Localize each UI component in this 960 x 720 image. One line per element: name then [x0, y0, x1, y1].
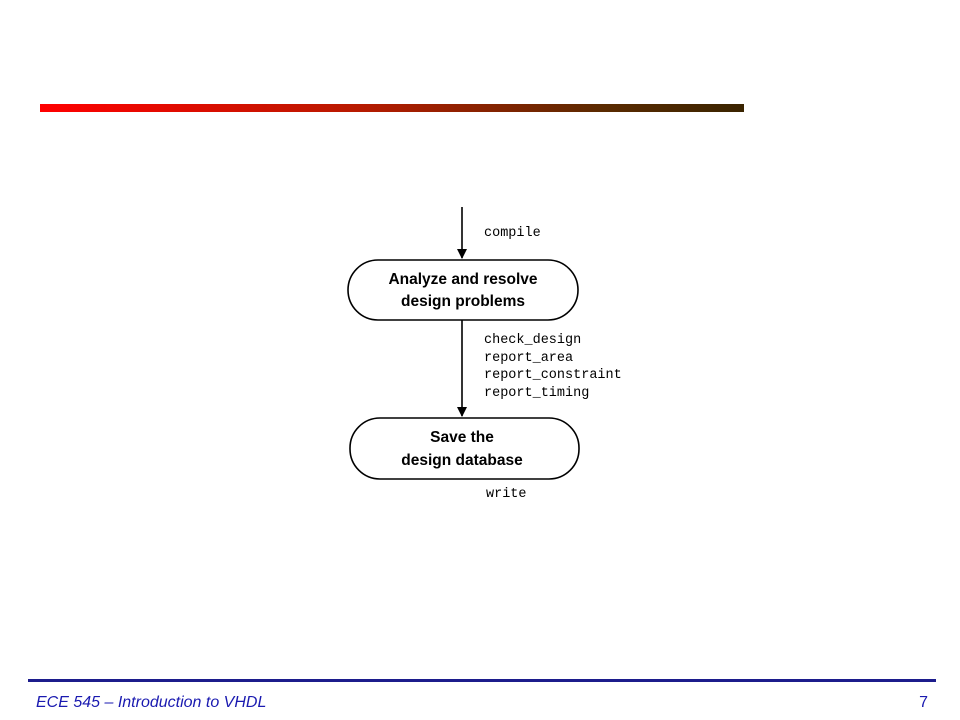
- command-write: write: [486, 487, 527, 502]
- command-compile: compile: [484, 226, 541, 241]
- command-report-area: report_area: [484, 351, 573, 366]
- node-save-line2: design database: [401, 452, 523, 469]
- footer-divider: [28, 679, 936, 682]
- node-save: Save the design database: [349, 417, 580, 480]
- node-analyze-line1: Analyze and resolve: [388, 271, 537, 288]
- node-analyze: Analyze and resolve design problems: [347, 259, 579, 321]
- page-number: 7: [919, 694, 928, 711]
- command-report-timing: report_timing: [484, 386, 589, 401]
- command-check-design: check_design: [484, 333, 581, 348]
- title-accent-bar: [40, 104, 744, 112]
- command-report-constraint: report_constraint: [484, 368, 622, 383]
- footer-course-title: ECE 545 – Introduction to VHDL: [36, 694, 267, 711]
- node-analyze-line2: design problems: [401, 293, 525, 310]
- node-save-line1: Save the: [430, 429, 494, 446]
